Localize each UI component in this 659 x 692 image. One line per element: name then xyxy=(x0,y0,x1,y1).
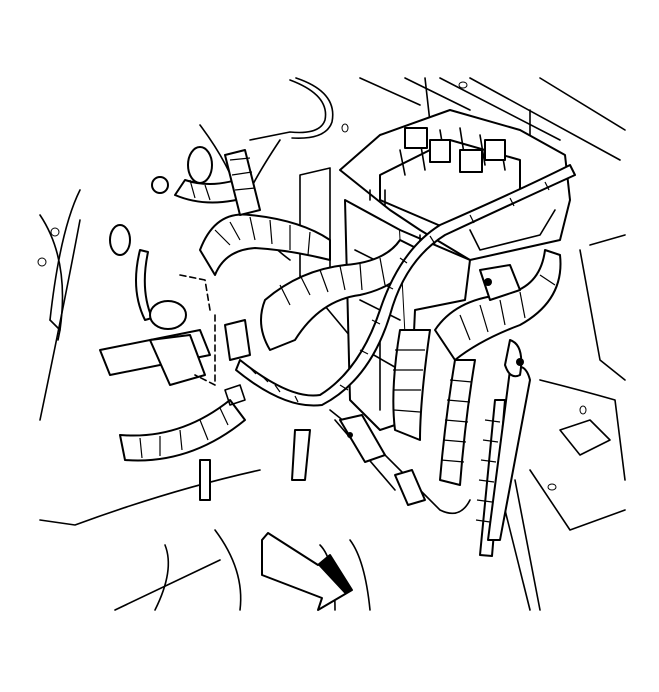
sensor-connector xyxy=(394,469,426,506)
wiring-conduit xyxy=(135,164,576,515)
connectors xyxy=(109,146,524,506)
front-direction-arrow-icon xyxy=(261,532,353,611)
grommet xyxy=(187,146,213,184)
inline-connector xyxy=(339,414,386,463)
relay-connector xyxy=(479,264,521,301)
body-panel-lines xyxy=(37,77,626,611)
grommet xyxy=(109,224,131,256)
harness-clip xyxy=(149,300,187,330)
